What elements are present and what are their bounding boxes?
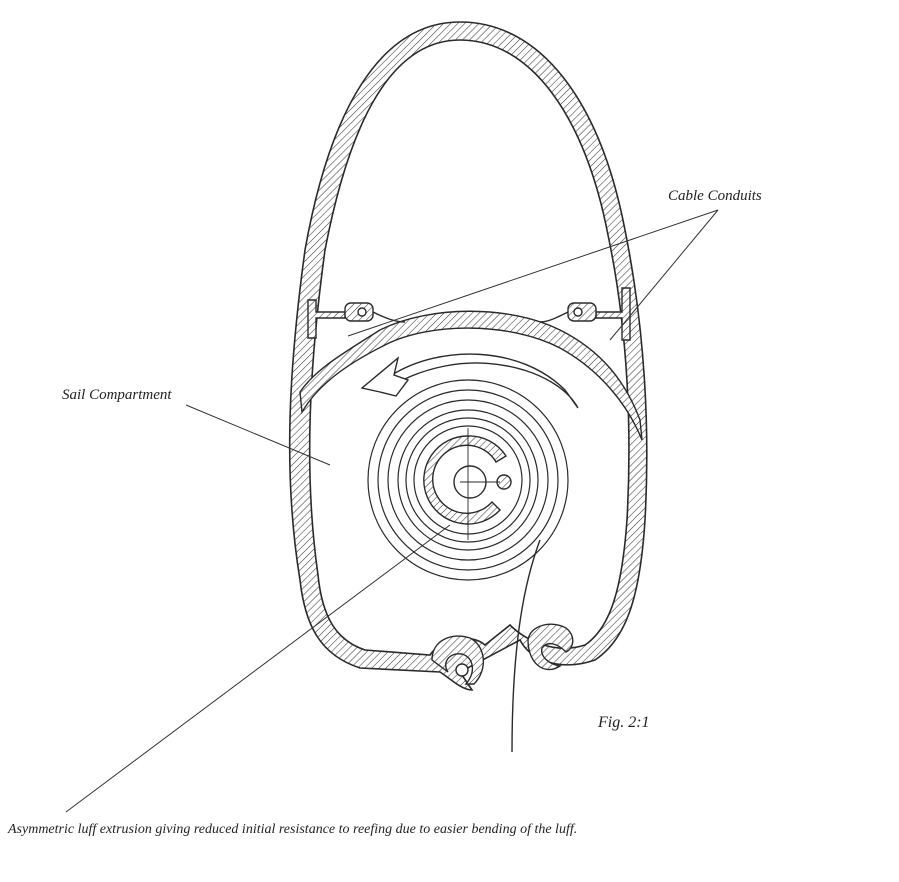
cable-conduits-label: Cable Conduits	[668, 188, 762, 204]
left-conduit-fitting	[307, 299, 406, 339]
bottom-groove-left	[431, 635, 484, 685]
bottom-groove-right	[527, 623, 574, 671]
extrusion-outer-wall	[288, 21, 648, 691]
figure-number: Fig. 2:1	[598, 714, 650, 731]
sail-compartment-label: Sail Compartment	[62, 387, 172, 403]
figure-caption: Asymmetric luff extrusion giving reduced…	[8, 822, 578, 837]
furled-sail-coil	[367, 379, 569, 581]
rotation-arrow	[360, 353, 579, 409]
sail-exit-line	[511, 539, 541, 753]
leader-lines	[65, 209, 719, 813]
inner-divider-wall	[299, 310, 643, 441]
right-conduit-fitting	[539, 287, 631, 341]
luff-core	[423, 428, 512, 540]
